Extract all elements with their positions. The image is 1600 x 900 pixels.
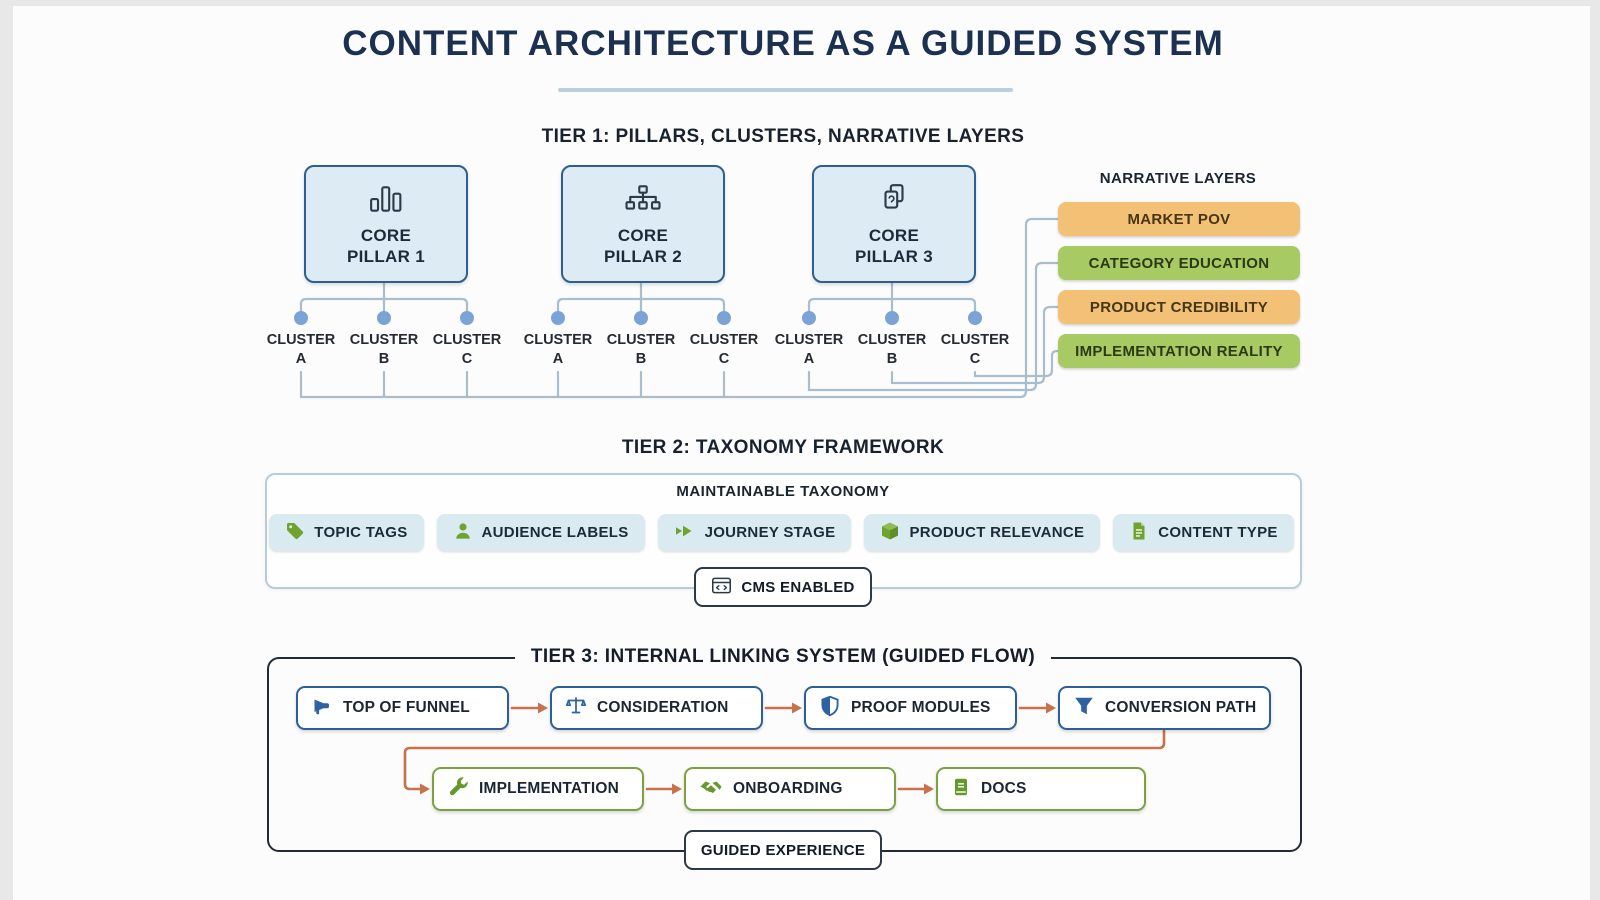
tier1-heading: TIER 1: PILLARS, CLUSTERS, NARRATIVE LAY… <box>541 126 1025 147</box>
badge-label: GUIDED EXPERIENCE <box>700 841 866 859</box>
cluster-label: CLUSTER A <box>774 332 844 367</box>
shield-icon <box>819 695 841 722</box>
document-icon <box>1129 521 1149 545</box>
package-icon <box>880 521 900 545</box>
flow-label: IMPLEMENTATION <box>479 780 619 797</box>
handshake-icon <box>699 777 723 802</box>
wrench-icon <box>447 776 469 803</box>
chip-audience-labels: AUDIENCE LABELS <box>436 514 645 551</box>
flow-implementation: IMPLEMENTATION <box>432 767 644 811</box>
narrative-layer-implementation-reality: IMPLEMENTATION REALITY <box>1058 334 1300 368</box>
cluster-label: CLUSTER C <box>940 332 1010 367</box>
tier2-heading: TIER 2: TAXONOMY FRAMEWORK <box>621 437 945 458</box>
flow-label: ONBOARDING <box>733 780 843 797</box>
chip-product-relevance: PRODUCT RELEVANCE <box>864 514 1101 551</box>
funnel-icon <box>1073 695 1095 722</box>
flow-label: CONVERSION PATH <box>1105 699 1257 716</box>
flow-onboarding: ONBOARDING <box>684 767 896 811</box>
cluster-label: CLUSTER B <box>606 332 676 367</box>
core-pillar-2-box: CORE PILLAR 2 <box>561 165 725 283</box>
page-title: CONTENT ARCHITECTURE AS A GUIDED SYSTEM <box>342 24 1224 63</box>
tag-icon <box>285 521 305 545</box>
cms-enabled-badge-row: CMS ENABLED <box>0 567 1566 607</box>
cluster-label: CLUSTER C <box>689 332 759 367</box>
browser-code-icon <box>711 576 732 599</box>
core-pillar-3-label: CORE PILLAR 3 <box>855 225 933 266</box>
flow-consideration: CONSIDERATION <box>550 686 763 730</box>
copy-pages-icon <box>872 182 916 221</box>
chip-label: AUDIENCE LABELS <box>481 524 629 541</box>
guided-experience-badge-row: GUIDED EXPERIENCE <box>0 830 1566 870</box>
flow-docs: DOCS <box>936 767 1146 811</box>
narrative-layer-category-education: CATEGORY EDUCATION <box>1058 246 1300 280</box>
sitemap-icon <box>621 182 665 221</box>
core-pillar-1-box: CORE PILLAR 1 <box>304 165 468 283</box>
flow-top-of-funnel: TOP OF FUNNEL <box>296 686 509 730</box>
person-icon <box>453 521 473 545</box>
flow-label: PROOF MODULES <box>851 699 991 716</box>
cluster-label: CLUSTER A <box>523 332 593 367</box>
flow-label: TOP OF FUNNEL <box>343 699 470 716</box>
chip-content-type: CONTENT TYPE <box>1113 514 1294 551</box>
tier3-heading-text: TIER 3: INTERNAL LINKING SYSTEM (GUIDED … <box>514 646 1052 667</box>
chip-label: TOPIC TAGS <box>314 524 408 541</box>
taxonomy-chip-row: TOPIC TAGS AUDIENCE LABELS JOURNEY STAGE <box>265 514 1298 551</box>
cluster-label: CLUSTER A <box>266 332 336 367</box>
narrative-layer-market-pov: MARKET POV <box>1058 202 1300 236</box>
maintainable-taxonomy-title: MAINTAINABLE TAXONOMY <box>676 483 890 500</box>
chip-journey-stage: JOURNEY STAGE <box>657 514 852 551</box>
flow-conversion-path: CONVERSION PATH <box>1058 686 1271 730</box>
megaphone-icon <box>311 695 333 722</box>
cluster-label: CLUSTER B <box>857 332 927 367</box>
cluster-label: CLUSTER C <box>432 332 502 367</box>
flow-label: CONSIDERATION <box>597 699 729 716</box>
cluster-label: CLUSTER B <box>349 332 419 367</box>
chip-label: CONTENT TYPE <box>1158 524 1278 541</box>
flow-label: DOCS <box>981 780 1027 797</box>
double-arrow-icon <box>674 521 696 545</box>
core-pillar-1-label: CORE PILLAR 1 <box>347 225 425 266</box>
scale-icon <box>565 695 587 722</box>
bar-chart-icon <box>364 182 408 221</box>
tier3-heading: TIER 3: INTERNAL LINKING SYSTEM (GUIDED … <box>0 646 1566 668</box>
guided-experience-badge: GUIDED EXPERIENCE <box>683 830 883 870</box>
cms-enabled-badge: CMS ENABLED <box>694 567 872 607</box>
chip-label: JOURNEY STAGE <box>704 524 836 541</box>
narrative-layers-heading: NARRATIVE LAYERS <box>1099 170 1257 187</box>
book-icon <box>951 777 971 802</box>
core-pillar-3-box: CORE PILLAR 3 <box>812 165 976 283</box>
core-pillar-2-label: CORE PILLAR 2 <box>604 225 682 266</box>
chip-label: PRODUCT RELEVANCE <box>909 524 1085 541</box>
badge-label: CMS ENABLED <box>741 578 855 596</box>
narrative-layer-product-credibility: PRODUCT CREDIBILITY <box>1058 290 1300 324</box>
title-divider <box>558 88 1013 92</box>
flow-proof-modules: PROOF MODULES <box>804 686 1017 730</box>
chip-topic-tags: TOPIC TAGS <box>269 514 424 551</box>
